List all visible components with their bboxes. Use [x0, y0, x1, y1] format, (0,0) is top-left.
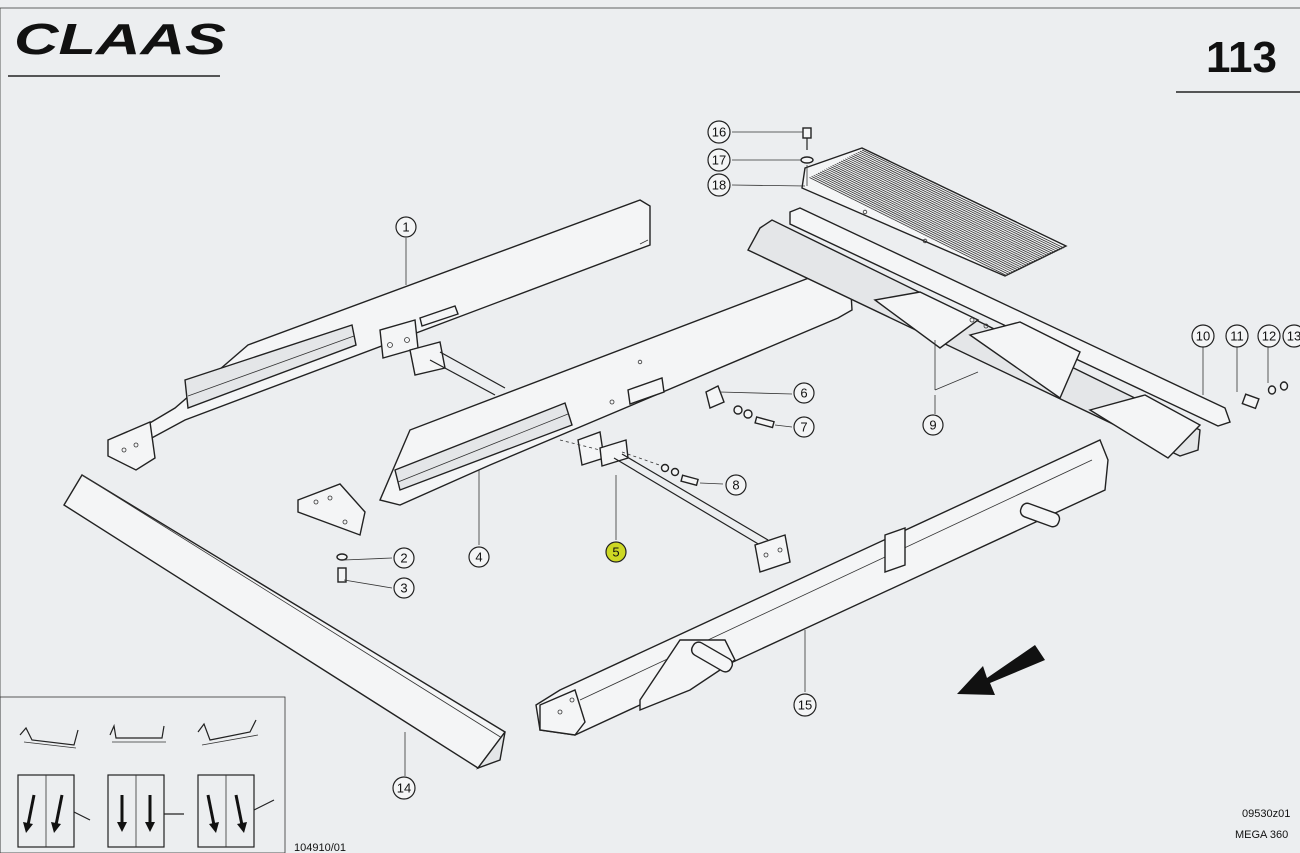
callout-4: 4	[468, 546, 490, 568]
callout-10: 10	[1191, 324, 1215, 348]
callout-12: 12	[1257, 324, 1281, 348]
callout-16-label: 16	[712, 125, 726, 140]
callout-17: 17	[707, 148, 731, 172]
callout-15: 15	[793, 693, 817, 717]
callout-2-label: 2	[400, 551, 407, 566]
brand-logo: CLAAS	[14, 15, 226, 64]
callout-17-circle	[707, 148, 731, 172]
callout-7-label: 7	[800, 420, 807, 435]
callout-8-circle	[725, 474, 747, 496]
doc-code: 09530z01	[1242, 808, 1290, 820]
callout-18: 18	[707, 173, 731, 197]
part-5-cross-member	[559, 431, 791, 573]
frame-variant-3	[197, 719, 259, 746]
wheel-orientation-3	[197, 774, 275, 848]
part-14-lower-member	[63, 474, 507, 770]
callout-17-label: 17	[712, 153, 726, 168]
callout-8: 8	[725, 474, 747, 496]
model-name: MEGA 360	[1235, 829, 1288, 841]
orientation-legend	[0, 696, 286, 853]
callout-11: 11	[1225, 324, 1249, 348]
wheel-orientation-1	[17, 774, 91, 848]
callout-2: 2	[393, 547, 415, 569]
callout-18-circle	[707, 173, 731, 197]
callout-16: 16	[707, 120, 731, 144]
callout-15-label: 15	[798, 698, 812, 713]
callout-12-circle	[1257, 324, 1281, 348]
callout-6-label: 6	[800, 386, 807, 401]
callout-13-circle	[1282, 324, 1300, 348]
callout-11-circle	[1225, 324, 1249, 348]
frame-variant-2	[109, 723, 166, 743]
callout-1-label: 1	[402, 220, 409, 235]
callout-3-circle	[393, 577, 415, 599]
part-15-lower-frame	[535, 439, 1109, 736]
callout-9: 9	[922, 414, 944, 436]
callout-14: 14	[392, 776, 416, 800]
callout-6-circle	[793, 382, 815, 404]
hardware-6-7-8	[660, 385, 775, 487]
hardware-16-17-18	[800, 127, 814, 186]
callout-15-circle	[793, 693, 817, 717]
hardware-11-12-13	[1241, 381, 1289, 410]
callout-6: 6	[793, 382, 815, 404]
callout-10-label: 10	[1196, 329, 1210, 344]
callout-8-label: 8	[732, 478, 739, 493]
callout-9-circle	[922, 414, 944, 436]
wheel-orientation-2	[107, 774, 184, 848]
part-4-middle-rail	[297, 267, 853, 536]
callout-13-label: 13	[1287, 329, 1300, 344]
callout-12-label: 12	[1262, 329, 1276, 344]
callout-9-label: 9	[929, 418, 936, 433]
callout-14-circle	[392, 776, 416, 800]
callout-10-circle	[1191, 324, 1215, 348]
callout-4-label: 4	[475, 550, 482, 565]
callout-14-label: 14	[397, 781, 411, 796]
callout-5-circle	[605, 541, 627, 563]
callout-1-circle	[395, 216, 417, 238]
callout-18-label: 18	[712, 178, 726, 193]
callout-7: 7	[793, 416, 815, 438]
part-9-10-upper-frame	[747, 207, 1231, 459]
callout-3-label: 3	[400, 581, 407, 596]
grille-panel	[801, 147, 1068, 277]
callout-5: 5	[605, 541, 627, 563]
header: CLAAS 113	[0, 7, 1300, 853]
callout-11-label: 11	[1230, 329, 1244, 344]
leader-lines	[343, 131, 1269, 776]
callout-1: 1	[395, 216, 417, 238]
frame-variant-1	[19, 726, 79, 749]
callout-5-label: 5	[612, 545, 619, 560]
page-number: 113	[1206, 33, 1277, 82]
callout-4-circle	[468, 546, 490, 568]
hardware-2-3	[336, 553, 348, 583]
drawing-number: 104910/01	[294, 842, 346, 853]
callout-7-circle	[793, 416, 815, 438]
direction-arrow-icon	[957, 645, 1045, 695]
callout-2-circle	[393, 547, 415, 569]
callout-13: 13	[1282, 324, 1300, 348]
callout-3: 3	[393, 577, 415, 599]
part-cross-tube	[409, 341, 506, 396]
callout-16-circle	[707, 120, 731, 144]
part-1-upper-rail	[107, 199, 651, 471]
